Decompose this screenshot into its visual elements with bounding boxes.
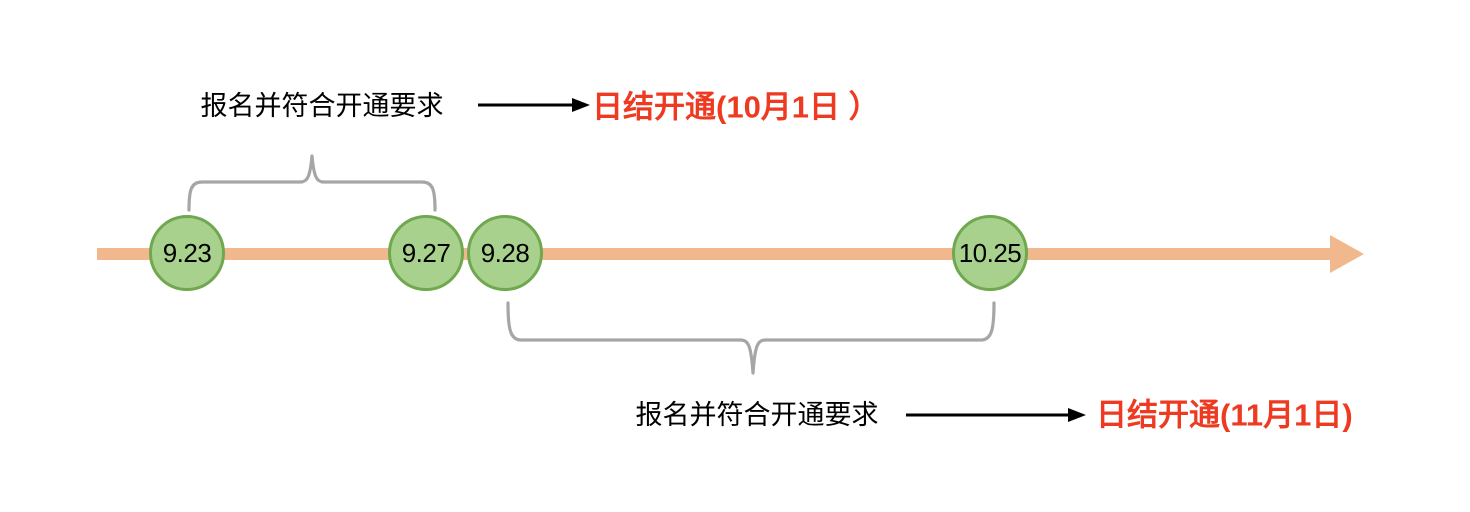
milestone-date: 10.25 — [958, 238, 1022, 268]
top-result-label: 日结开通(10月1日 ） — [592, 89, 880, 125]
bottom-result-label: 日结开通(11月1日) — [1096, 397, 1353, 433]
bottom-condition-label: 报名并符合开通要求 — [635, 399, 879, 430]
bottom-right-arrow-icon — [906, 408, 1086, 422]
milestone-circle-9-27: 9.27 — [388, 215, 464, 291]
top-right-arrow-icon — [478, 98, 590, 112]
timeline-arrowhead-icon — [1330, 235, 1364, 273]
top-condition-label: 报名并符合开通要求 — [200, 90, 444, 121]
milestone-date: 9.27 — [401, 238, 451, 268]
timeline-line — [97, 248, 1335, 260]
milestone-circle-9-23: 9.23 — [149, 215, 225, 291]
bottom-brace-icon — [506, 301, 996, 375]
milestone-circle-9-28: 9.28 — [467, 215, 543, 291]
milestone-circle-10-25: 10.25 — [952, 215, 1028, 291]
top-brace-icon — [187, 154, 437, 212]
milestone-date: 9.28 — [480, 238, 530, 268]
milestone-date: 9.23 — [162, 238, 212, 268]
